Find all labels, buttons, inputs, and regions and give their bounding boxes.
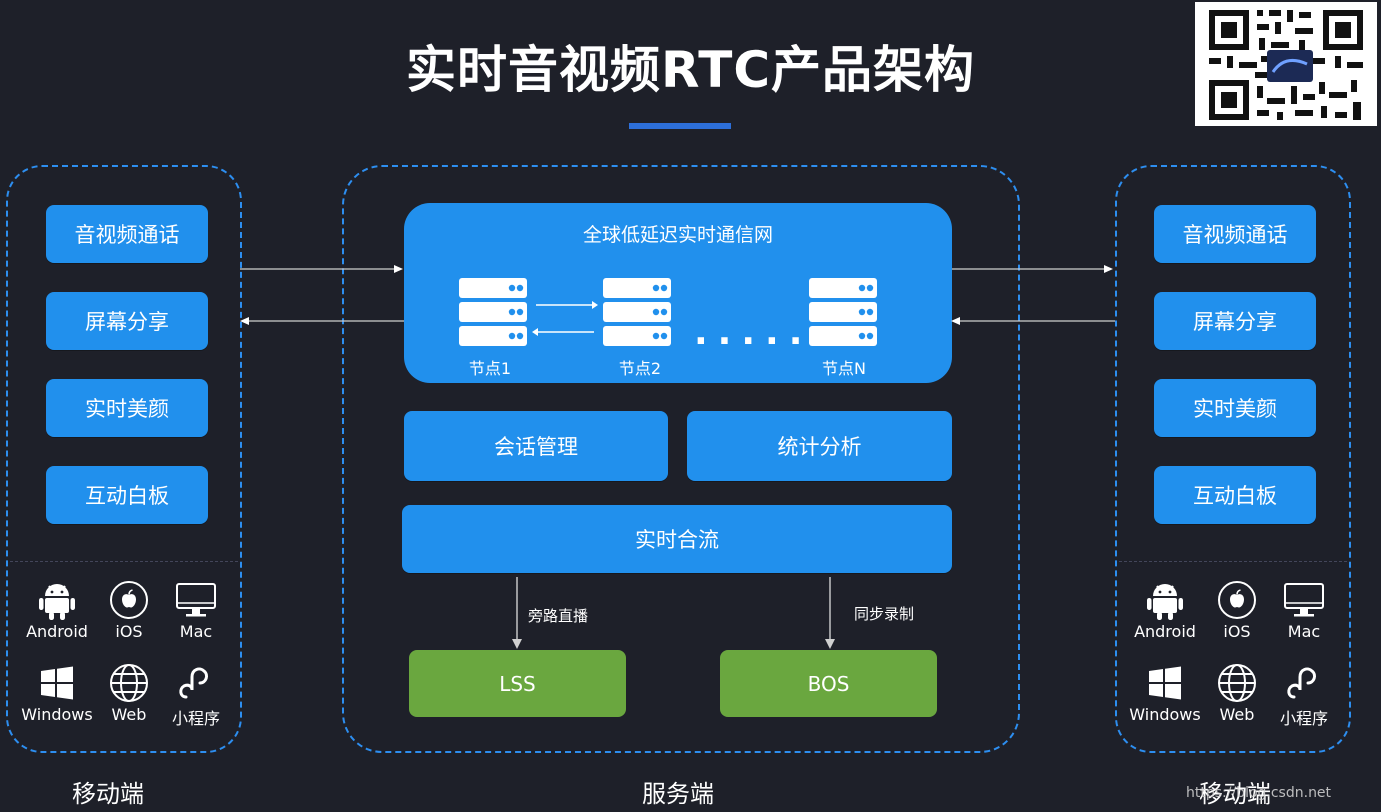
apple-icon — [1199, 580, 1275, 620]
mini-program-icon — [158, 663, 234, 703]
statistics-analysis-box[interactable]: 统计分析 — [687, 411, 952, 481]
left-platform-ios: iOS — [91, 580, 167, 641]
monitor-icon — [158, 580, 234, 620]
right-platform-web: Web — [1199, 663, 1275, 724]
right-feature-av-call[interactable]: 音视频通话 — [1154, 205, 1316, 263]
mini-program-icon — [1266, 663, 1342, 703]
platform-label: Windows — [21, 705, 93, 724]
session-management-box[interactable]: 会话管理 — [404, 411, 668, 481]
server-icon — [459, 278, 527, 346]
right-caption: 移动端 — [1199, 780, 1271, 808]
left-platform-mini-program: 小程序 — [158, 663, 234, 729]
ellipsis: ..... — [694, 312, 813, 353]
node-n-label: 节点N — [822, 359, 866, 378]
left-divider — [10, 561, 238, 562]
network-title: 全球低延迟实时通信网 — [582, 224, 773, 246]
server-icon — [603, 278, 671, 346]
left-feature-screen-share[interactable]: 屏幕分享 — [46, 292, 208, 350]
right-platform-ios: iOS — [1199, 580, 1275, 641]
platform-label: Windows — [1129, 705, 1201, 724]
left-caption: 移动端 — [72, 780, 144, 808]
platform-label: 小程序 — [1279, 709, 1328, 728]
left-platform-windows: Windows — [19, 663, 95, 724]
server-node-1[interactable] — [458, 278, 528, 354]
android-icon — [19, 580, 95, 620]
right-platform-mini-program: 小程序 — [1266, 663, 1342, 729]
left-platform-android: Android — [19, 580, 95, 641]
platform-label: iOS — [1223, 622, 1251, 641]
platform-label: Mac — [1287, 622, 1321, 641]
platform-label: Web — [111, 705, 147, 724]
right-feature-whiteboard[interactable]: 互动白板 — [1154, 466, 1316, 524]
left-platform-web: Web — [91, 663, 167, 724]
platform-label: Web — [1219, 705, 1255, 724]
right-platform-mac: Mac — [1266, 580, 1342, 641]
watermark: https://blog.csdn.net — [1186, 785, 1332, 801]
qr-code — [1195, 2, 1377, 126]
globe-icon — [91, 663, 167, 703]
server-icon — [809, 278, 877, 346]
platform-label: iOS — [115, 622, 143, 641]
server-node-n[interactable] — [808, 278, 878, 354]
page-title: 实时音视频RTC产品架构 — [405, 41, 976, 99]
android-icon — [1127, 580, 1203, 620]
server-node-2[interactable] — [602, 278, 672, 354]
platform-label: 小程序 — [171, 709, 220, 728]
monitor-icon — [1266, 580, 1342, 620]
left-feature-beauty[interactable]: 实时美颜 — [46, 379, 208, 437]
node-2-label: 节点2 — [618, 359, 662, 378]
platform-label: Android — [26, 622, 88, 641]
left-feature-whiteboard[interactable]: 互动白板 — [46, 466, 208, 524]
output-arrows — [512, 577, 835, 649]
right-platform-windows: Windows — [1127, 663, 1203, 724]
right-mobile-panel — [1115, 165, 1351, 753]
sync-record-label: 同步录制 — [854, 605, 915, 623]
apple-icon — [91, 580, 167, 620]
right-feature-beauty[interactable]: 实时美颜 — [1154, 379, 1316, 437]
platform-label: Mac — [179, 622, 213, 641]
windows-icon — [19, 663, 95, 703]
right-divider — [1119, 561, 1347, 562]
platform-label: Android — [1134, 622, 1196, 641]
node-1-label: 节点1 — [468, 359, 512, 378]
server-caption: 服务端 — [642, 780, 714, 808]
right-feature-screen-share[interactable]: 屏幕分享 — [1154, 292, 1316, 350]
server-panel — [342, 165, 1020, 753]
lss-box[interactable]: LSS — [409, 650, 626, 717]
title-underline — [629, 123, 731, 129]
windows-icon — [1127, 663, 1203, 703]
left-platform-mac: Mac — [158, 580, 234, 641]
right-platform-android: Android — [1127, 580, 1203, 641]
globe-icon — [1199, 663, 1275, 703]
left-mobile-panel — [6, 165, 242, 753]
bypass-live-label: 旁路直播 — [528, 607, 589, 625]
left-feature-av-call[interactable]: 音视频通话 — [46, 205, 208, 263]
bos-box[interactable]: BOS — [720, 650, 937, 717]
realtime-mixing-box[interactable]: 实时合流 — [402, 505, 952, 573]
node-arrows — [532, 301, 598, 336]
